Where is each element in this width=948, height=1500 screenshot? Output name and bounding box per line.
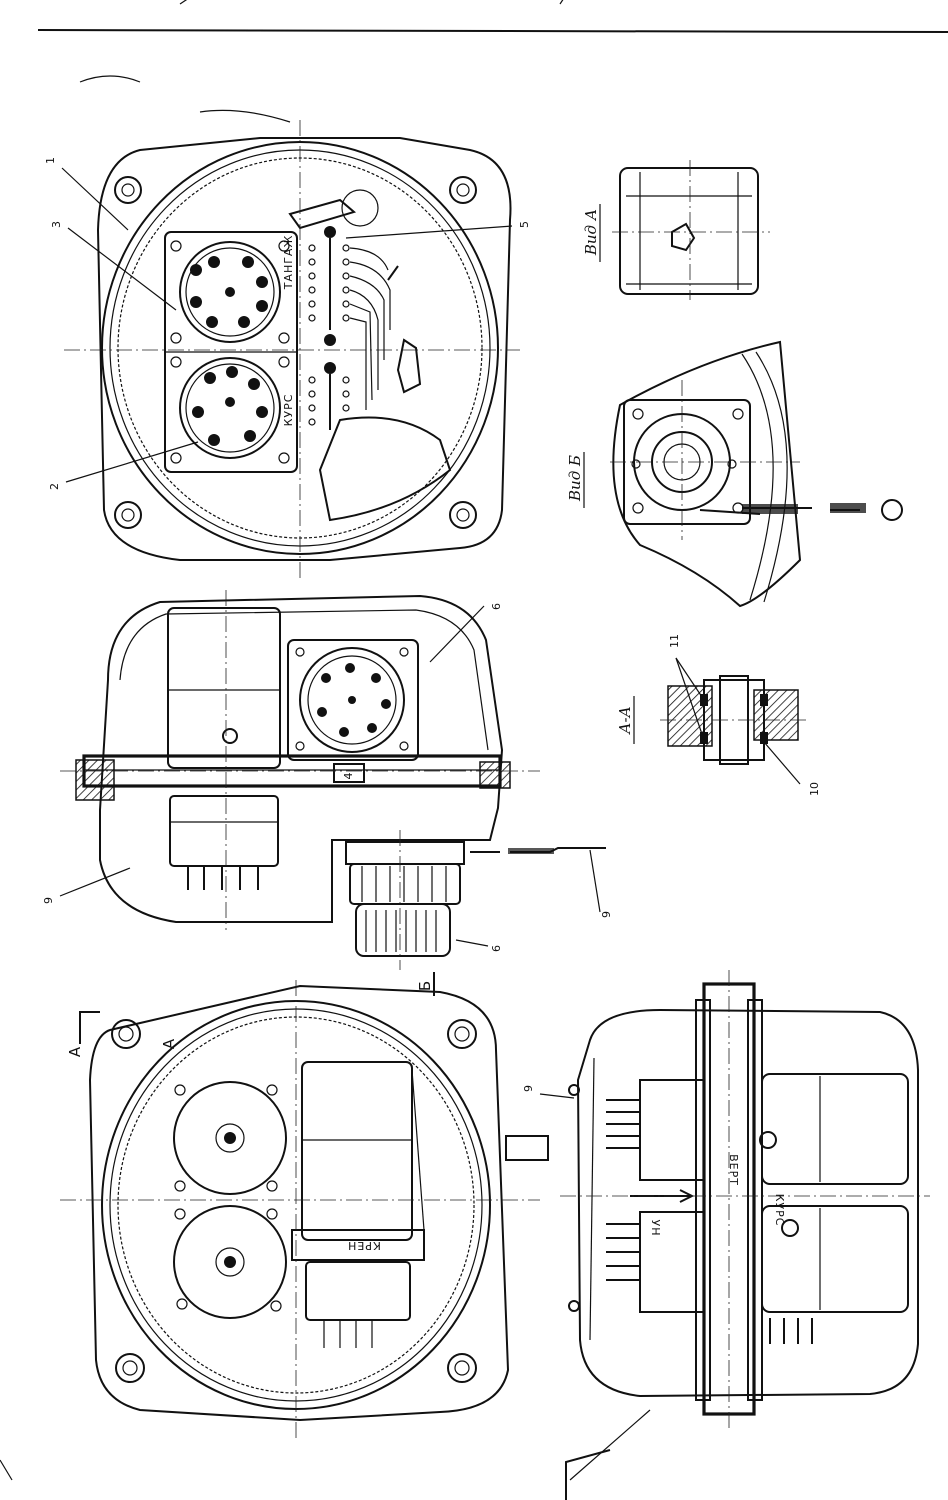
callout-9-rear: 9 [522, 1085, 535, 1092]
callout-9-side: 9 [42, 897, 55, 904]
view-b-title: Вид Б [566, 455, 584, 502]
top-corner-bolt [114, 176, 142, 204]
wire-harness [349, 247, 391, 410]
view-a-body [619, 167, 759, 295]
view-a-title: Вид А [582, 209, 600, 256]
label-vert: ВЕРТ [727, 1154, 740, 1186]
label-tangazh: ТАНГАЖ [282, 235, 295, 291]
bottom-corner-bolt [447, 1019, 477, 1049]
callout-2: 2 [48, 483, 61, 490]
top-corner-bolt [449, 501, 477, 529]
terminal-block-lower [308, 362, 350, 430]
side-pins [187, 866, 259, 890]
side-output-nut [349, 863, 461, 905]
callout-4: 4 [342, 773, 355, 780]
kren-band [291, 1229, 425, 1261]
scan-marks [0, 0, 651, 1481]
callout-6-top: 6 [490, 603, 503, 610]
bottom-corner-bolt [111, 1019, 141, 1049]
section-mark-a-left [79, 1011, 100, 1044]
rear-motor-lower [639, 1211, 705, 1313]
rear-motor-upper [639, 1079, 705, 1181]
top-corner-bolt [114, 501, 142, 529]
side-output-neck [345, 841, 465, 865]
view-a-key [671, 222, 696, 252]
connector-tangazh [170, 240, 290, 344]
view-b-sector [612, 340, 802, 608]
callout-5: 5 [518, 221, 531, 228]
cable-clamp [288, 198, 357, 230]
bottom-corner-bolt [115, 1353, 145, 1383]
cable-bundle [387, 265, 422, 394]
bottom-housing-outline [88, 984, 510, 1422]
cable-ring-lug [881, 499, 903, 521]
bottom-shaft-stub [505, 1135, 549, 1161]
sheet-frame-line [37, 29, 948, 33]
section-aa: 11 10 А-А [616, 634, 821, 796]
view-b: Вид Б [566, 340, 903, 608]
bottom-view: КРЕН А А Б [60, 972, 549, 1440]
callout-1: 1 [44, 157, 57, 164]
label-kren: КРЕН [347, 1239, 381, 1252]
callout-6-bottom: 6 [490, 945, 503, 952]
sheet-corner-mark [565, 1449, 611, 1500]
kren-connector [305, 1261, 411, 1321]
side-motor [167, 607, 281, 769]
rear-terminal-pins [606, 1099, 813, 1344]
label-4-box [333, 763, 365, 783]
kren-motor [301, 1061, 413, 1241]
side-lower-motor [169, 795, 279, 867]
callout-11: 11 [668, 634, 681, 648]
top-corner-bolt [449, 176, 477, 204]
top-mounting-lug [318, 416, 452, 522]
rear-housing-outline [576, 1008, 919, 1398]
label-ukh: УН [649, 1220, 662, 1237]
view-a: Вид А [582, 160, 770, 300]
section-letter-a-right: А [160, 1038, 178, 1049]
rear-view: ВЕРТ УН КУРС 9 [522, 970, 930, 1430]
section-aa-title: А-А [616, 706, 634, 735]
side-housing-outline [99, 594, 504, 923]
section-letter-a-left: А [66, 1046, 84, 1057]
gyro-disc-lower [173, 1205, 287, 1319]
callout-3: 3 [50, 221, 63, 228]
side-view: 4 6 6 [42, 590, 613, 970]
terminal-block-upper [308, 226, 350, 346]
connector-kurs [170, 356, 290, 464]
label-kurs: КУРС [282, 394, 295, 427]
callout-10: 10 [808, 782, 821, 796]
top-view: ТАНГАЖ КУРС [44, 120, 531, 580]
bottom-corner-bolt [447, 1353, 477, 1383]
label-kurs-rear: КУРС [773, 1194, 786, 1227]
section-letter-b: Б [416, 981, 434, 991]
side-output-cap [355, 903, 451, 957]
side-connector-flange [287, 639, 419, 761]
callout-9-lead: 9 [600, 911, 613, 918]
top-boss [341, 189, 379, 227]
top-housing-outline [96, 137, 512, 561]
gyro-disc-upper [173, 1081, 287, 1195]
